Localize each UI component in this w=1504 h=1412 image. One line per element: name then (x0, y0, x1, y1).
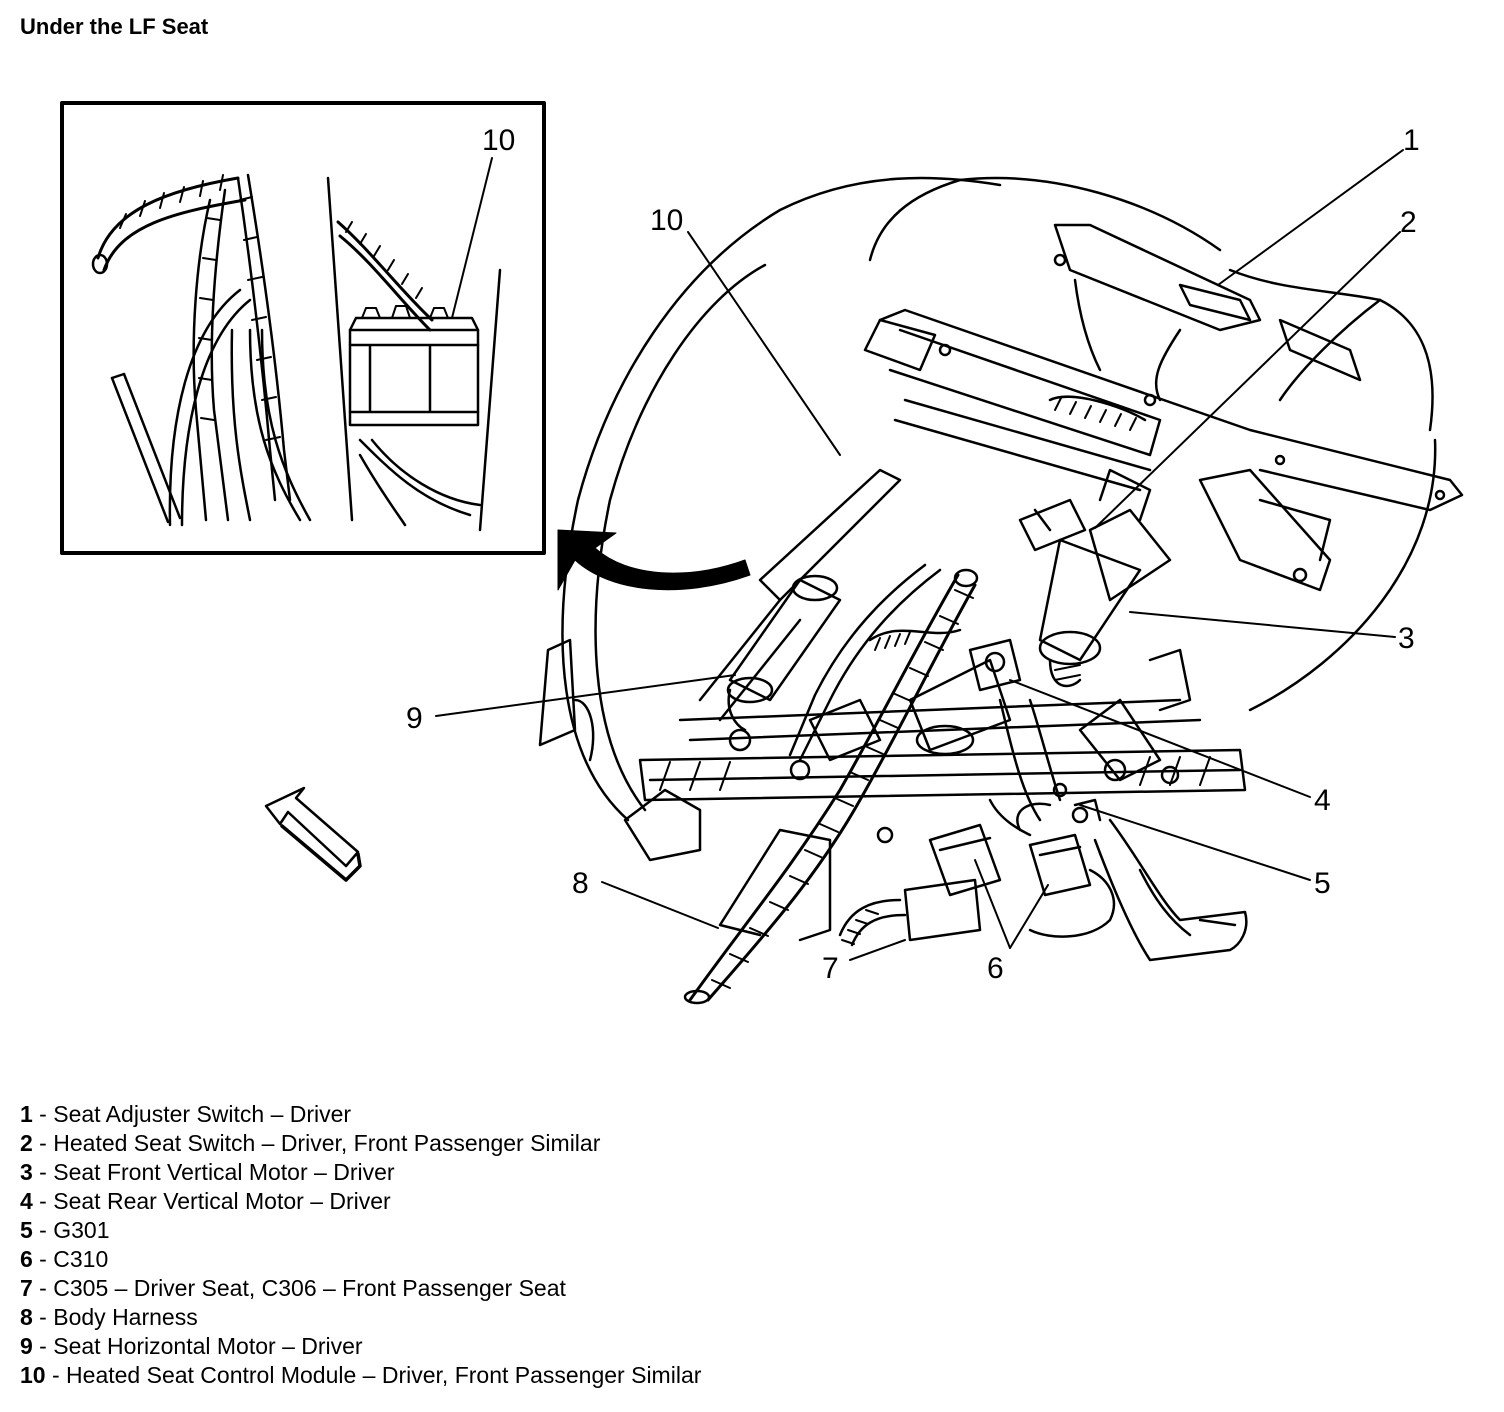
front-direction-arrow (264, 786, 362, 882)
legend-description: Seat Front Vertical Motor – Driver (53, 1159, 395, 1185)
legend-item: 10 - Heated Seat Control Module – Driver… (20, 1361, 701, 1390)
legend-number: 7 (20, 1275, 33, 1301)
legend-separator: - (32, 1159, 54, 1185)
legend-item: 5 - G301 (20, 1216, 701, 1245)
seat-underside-diagram: 10 1 2 3 4 5 6 7 8 9 10 (60, 101, 1464, 1005)
callout-2: 2 (1400, 206, 1417, 239)
legend-number: 4 (20, 1188, 33, 1214)
legend-item: 2 - Heated Seat Switch – Driver, Front P… (20, 1129, 701, 1158)
seat-motors (726, 468, 1192, 844)
legend-item: 4 - Seat Rear Vertical Motor – Driver (20, 1187, 701, 1216)
legend-item: 8 - Body Harness (20, 1303, 701, 1332)
detail-arrow (557, 529, 751, 591)
legend-description: Seat Rear Vertical Motor – Driver (53, 1188, 391, 1214)
legend-separator: - (32, 1304, 54, 1330)
legend-description: Heated Seat Switch – Driver, Front Passe… (53, 1130, 601, 1156)
inset-callout-10: 10 (482, 124, 515, 157)
legend-number: 8 (20, 1304, 33, 1330)
legend-separator: - (45, 1362, 67, 1388)
callout-9: 9 (406, 702, 423, 735)
callout-8: 8 (572, 867, 589, 900)
legend-number: 5 (20, 1217, 33, 1243)
legend-item: 1 - Seat Adjuster Switch – Driver (20, 1100, 701, 1129)
legend-separator: - (32, 1101, 54, 1127)
seat-tracks (623, 468, 1248, 962)
callout-7: 7 (822, 952, 839, 985)
legend-separator: - (32, 1188, 54, 1214)
callout-4: 4 (1314, 784, 1331, 817)
legend-number: 3 (20, 1159, 33, 1185)
legend-item: 3 - Seat Front Vertical Motor – Driver (20, 1158, 701, 1187)
callout-6: 6 (987, 952, 1004, 985)
legend-number: 6 (20, 1246, 33, 1272)
legend-number: 1 (20, 1101, 33, 1127)
legend-item: 7 - C305 – Driver Seat, C306 – Front Pas… (20, 1274, 701, 1303)
legend-separator: - (32, 1333, 54, 1359)
seat-cushion-outline (538, 176, 1437, 822)
callout-1: 1 (1403, 124, 1420, 157)
legend-item: 9 - Seat Horizontal Motor – Driver (20, 1332, 701, 1361)
legend-separator: - (32, 1246, 54, 1272)
legend-number: 2 (20, 1130, 33, 1156)
harness-connectors (838, 698, 1116, 947)
page-title: Under the LF Seat (20, 14, 209, 39)
leader-lines (435, 149, 1404, 961)
inset-detail-view (60, 101, 546, 555)
legend-description: C305 – Driver Seat, C306 – Front Passeng… (53, 1275, 566, 1301)
seat-frame (863, 223, 1464, 592)
body-harness (683, 563, 979, 1005)
legend-description: Heated Seat Control Module – Driver, Fro… (66, 1362, 702, 1388)
callout-10: 10 (650, 204, 683, 237)
legend-number: 9 (20, 1333, 33, 1359)
callout-3: 3 (1398, 622, 1415, 655)
legend-separator: - (32, 1130, 54, 1156)
legend-item: 6 - C310 (20, 1245, 701, 1274)
legend-description: C310 (53, 1246, 109, 1272)
legend-description: Body Harness (53, 1304, 198, 1330)
legend-description: Seat Horizontal Motor – Driver (53, 1333, 363, 1359)
callout-5: 5 (1314, 867, 1331, 900)
legend-description: Seat Adjuster Switch – Driver (53, 1101, 352, 1127)
legend-separator: - (32, 1275, 54, 1301)
legend-description: G301 (53, 1217, 110, 1243)
legend-number: 10 (20, 1362, 46, 1388)
legend-separator: - (32, 1217, 54, 1243)
